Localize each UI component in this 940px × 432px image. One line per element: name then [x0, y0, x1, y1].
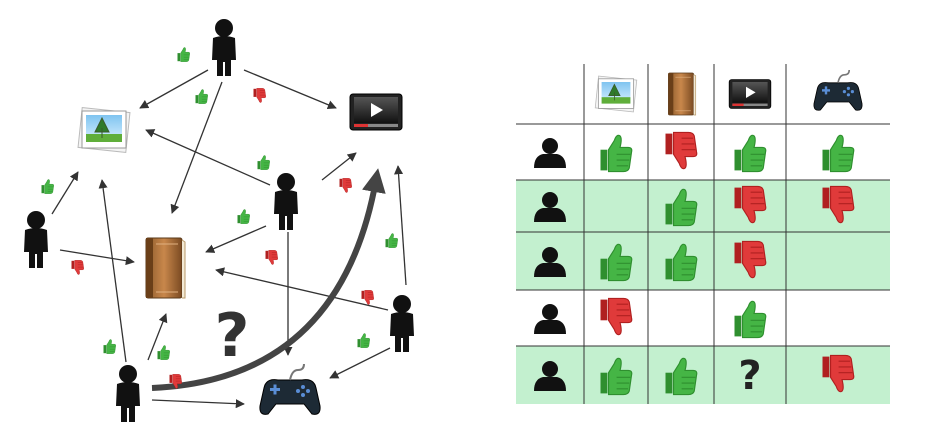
thumbs-down-icon — [361, 290, 374, 305]
thumbs-up-icon — [195, 89, 208, 104]
book-icon — [668, 72, 697, 116]
picture-icon — [77, 107, 131, 153]
highlight-row — [516, 232, 890, 290]
thumbs-down-icon — [265, 250, 278, 265]
thumbs-up-icon — [357, 333, 370, 348]
thumbs-down-icon — [599, 297, 633, 336]
arrow-user-middle-book — [205, 225, 267, 253]
arrow-user-left-picture — [51, 171, 79, 215]
user-icon — [534, 138, 566, 168]
arrow-user-left-book — [59, 249, 135, 266]
thumbs-down-icon — [253, 88, 266, 103]
thumbs-down-icon — [71, 260, 84, 275]
user-middle-icon — [274, 173, 298, 230]
user-bottom-icon — [116, 365, 140, 422]
question-mark: ? — [215, 301, 250, 371]
thumbs-up-icon — [177, 47, 190, 62]
arrow-user-bottom-book — [147, 313, 168, 361]
thumbs-up-icon — [237, 209, 250, 224]
arrow-user-right-game — [329, 347, 391, 379]
thumbs-up-icon — [103, 339, 116, 354]
picture-icon — [594, 75, 638, 113]
arrow-user-middle-video — [321, 152, 357, 181]
arrow-user-bottom-picture — [98, 179, 127, 363]
arrow-user-right-book — [215, 267, 389, 311]
predicted-recommendation-arrow — [151, 168, 386, 391]
user-left-icon — [24, 211, 48, 268]
user-top-icon — [212, 19, 236, 76]
user-right-icon — [390, 295, 414, 352]
arrow-user-top-book — [170, 81, 223, 214]
thumbs-down-icon — [339, 178, 352, 193]
user-icon — [534, 304, 566, 334]
arrow-user-top-video — [243, 69, 337, 110]
thumbs-up-icon — [157, 345, 170, 360]
thumbs-up-icon — [257, 155, 270, 170]
thumbs-up-icon — [385, 233, 398, 248]
unknown-rating: ? — [738, 353, 761, 399]
arrow-user-middle-picture — [145, 129, 271, 186]
thumbs-down-icon — [664, 131, 698, 170]
rating-network: ? — [24, 19, 414, 422]
arrow-user-top-picture — [139, 69, 209, 109]
book-icon — [145, 237, 186, 299]
gamepad-icon — [258, 363, 322, 416]
thumbs-up-icon — [733, 134, 767, 173]
thumbs-up-icon — [599, 134, 633, 173]
video-icon — [728, 79, 772, 109]
thumbs-up-icon — [41, 179, 54, 194]
thumbs-up-icon — [733, 300, 767, 339]
arrow-user-bottom-game — [151, 399, 245, 409]
thumbs-up-icon — [821, 134, 855, 173]
gamepad-icon — [813, 69, 863, 112]
video-icon — [349, 93, 403, 131]
rating-matrix: ? — [516, 64, 890, 404]
arrow-user-right-video — [394, 165, 407, 286]
